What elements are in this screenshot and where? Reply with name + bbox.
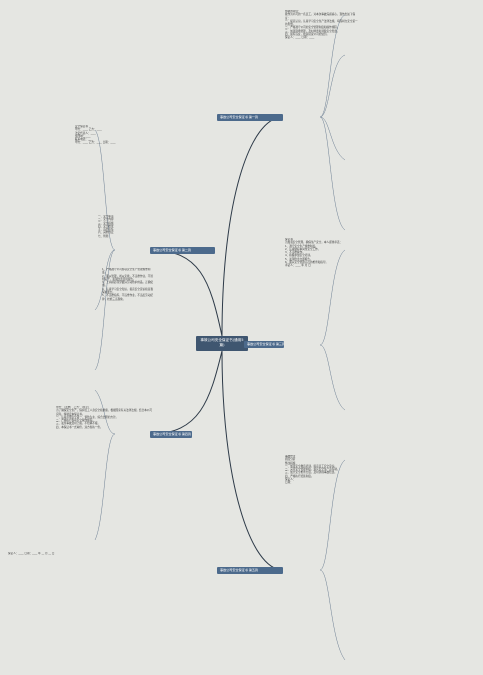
paragraph: 我作为公司的一名员工，对本次事故深感痛心，现作出如下保证： [285,13,356,20]
paragraph: 一、加强安全教育培训，提高员工安全意识。 [285,464,337,468]
central-topic[interactable]: 事故公司安全保证书(通用5篇) [196,336,248,351]
left-form-line: 甲方：____ 乙方：____ [75,128,102,132]
paragraph: 四、本保证书一式两份，双方各执一份。 [56,425,103,429]
paragraph: 3、不违章操作。 [285,251,305,255]
list-item: 二、安全内容 [98,218,114,222]
list-item: 七、附则 [98,234,109,238]
left-bottom: 甲方：（盖章） 乙方：（签字） 为了确保安全生产，保护员工人身安全和健康，根据国… [56,406,152,492]
paragraph: 一、认真贯彻安全第一、预防为主、综合治理的方针。 [56,415,119,419]
paragraph: 日期： [285,481,293,485]
paragraph: 二、完善安全管理制度，落实安全生产责任制。 [285,468,340,472]
left-list: 一、安全职责 二、安全内容 三、安全措施 四、安全检查 五、违约责任 六、其他约… [98,215,128,265]
paragraph: 三、加大安全检查力度，及时消除事故隐患。 [285,471,337,475]
left-paragraphs: 1、严格遵守公司各项安全生产管理规章制度。 2、服从管理，听从安排，不违章作业，… [102,268,154,373]
paragraph: 6、服从安全管理人员的检查和指导。 [285,261,329,265]
list-item: 五、违约责任 [98,228,114,232]
paragraph: 四、如有违反，愿意接受公司的处罚。 [285,33,330,37]
paragraph: 二、严格执行各项安全操作规程。 [56,419,95,423]
right-mid: 保证书 为加强安全管理，确保生产安全，本人郑重承诺： 1、遵守安全生产规章制度。… [285,238,360,438]
left-form: 安全保证书 甲方：____ 乙方：____ 法定代表人：____ 住所地：___… [75,125,153,195]
paragraph: 尊敬的领导： [285,10,301,13]
paragraph: 保证人：____ 日期：____ [285,36,315,40]
paragraph: 二、严格遵守公司的安全管理制度和操作规程。 [285,26,340,30]
paragraph: 甲方：（盖章） 乙方：（签字） [56,406,91,409]
left-form-line: 安全保证书 [75,125,88,128]
paragraph: 2、服从管理，听从安排，不违章作业，不冒险蛮干，发现隐患及时报告。 [102,274,153,281]
paragraph: 三、发生事故及时上报，不隐瞒不报。 [56,422,101,426]
list-item: 三、安全措施 [98,221,114,225]
paragraph: 4、认真学习安全知识，提高安全意识和自我保护能力。 [102,287,153,295]
right-top: 尊敬的领导： 我作为公司的一名员工，对本次事故深感痛心，现作出如下保证： 一、提… [285,10,360,230]
paragraph: 一、提高认识，认真学习安全生产法律法规，牢固树立安全第一的思想。 [285,19,358,27]
paragraph: 承诺人：____ 年 月 日 [285,264,311,268]
left-form-line: 法定代表人：____ [75,131,96,135]
paragraph: 4、积极参加安全培训。 [285,254,313,258]
list-item: 六、其他约定 [98,231,114,235]
branch-4[interactable]: 事故公司安全保证书 第四篇 [150,431,192,438]
list-item: 四、安全检查 [98,224,114,228]
paragraph: 三、加强现场管理，及时排查和消除安全隐患。 [285,29,340,33]
paragraph: 为加强安全管理，确保生产安全，本人郑重承诺： [285,241,343,245]
paragraph: 为了确保安全生产，保护员工人身安全和健康，根据国家有关法律法规，结合本公司实际，… [56,409,152,416]
branch-3[interactable]: 事故公司安全保证书 第三篇 [244,341,284,348]
branch-2[interactable]: 事故公司安全保证书 第二篇 [150,247,215,254]
signature-line: 保证人：____ 日期：____ 年 __ 月 __ 日 [8,552,55,555]
left-form-line: 联系电话：____ [75,138,94,142]
branch-1[interactable]: 事故公司安全保证书 第一篇 [217,114,283,121]
paragraph: 3、上岗前必须穿戴好劳动防护用品，正确使用。 [102,281,153,288]
paragraph: 保证人： [285,478,296,482]
right-bottom: 事故经过 原因分析 整改措施 一、加强安全教育培训，提高员工安全意识。 二、完善… [285,455,475,665]
branch-5[interactable]: 事故公司安全保证书 第五篇 [217,567,283,574]
paragraph: 整改措施 [285,461,296,465]
paragraph: 事故经过 [285,455,296,458]
paragraph: 5、发现隐患立即报告。 [285,257,313,261]
paragraph: 5、不违章指挥，不违章作业，不违反劳动纪律，杜绝三违现象。 [102,294,153,301]
paragraph: 1、遵守安全生产规章制度。 [285,244,318,248]
paragraph: 保证书 [285,238,293,241]
paragraph: 2、认真做好本岗位安全工作。 [285,247,321,251]
paragraph: 1、严格遵守公司各项安全生产管理规章制度。 [102,268,151,275]
list-item: 一、安全职责 [98,215,114,218]
paragraph: 四、严格执行奖惩制度。 [285,474,314,478]
paragraph: 原因分析 [285,458,296,462]
left-form-line: 住所地：____ [75,134,91,138]
left-form-line: 甲方：____ 乙方：____ 日期：____ [75,141,116,145]
